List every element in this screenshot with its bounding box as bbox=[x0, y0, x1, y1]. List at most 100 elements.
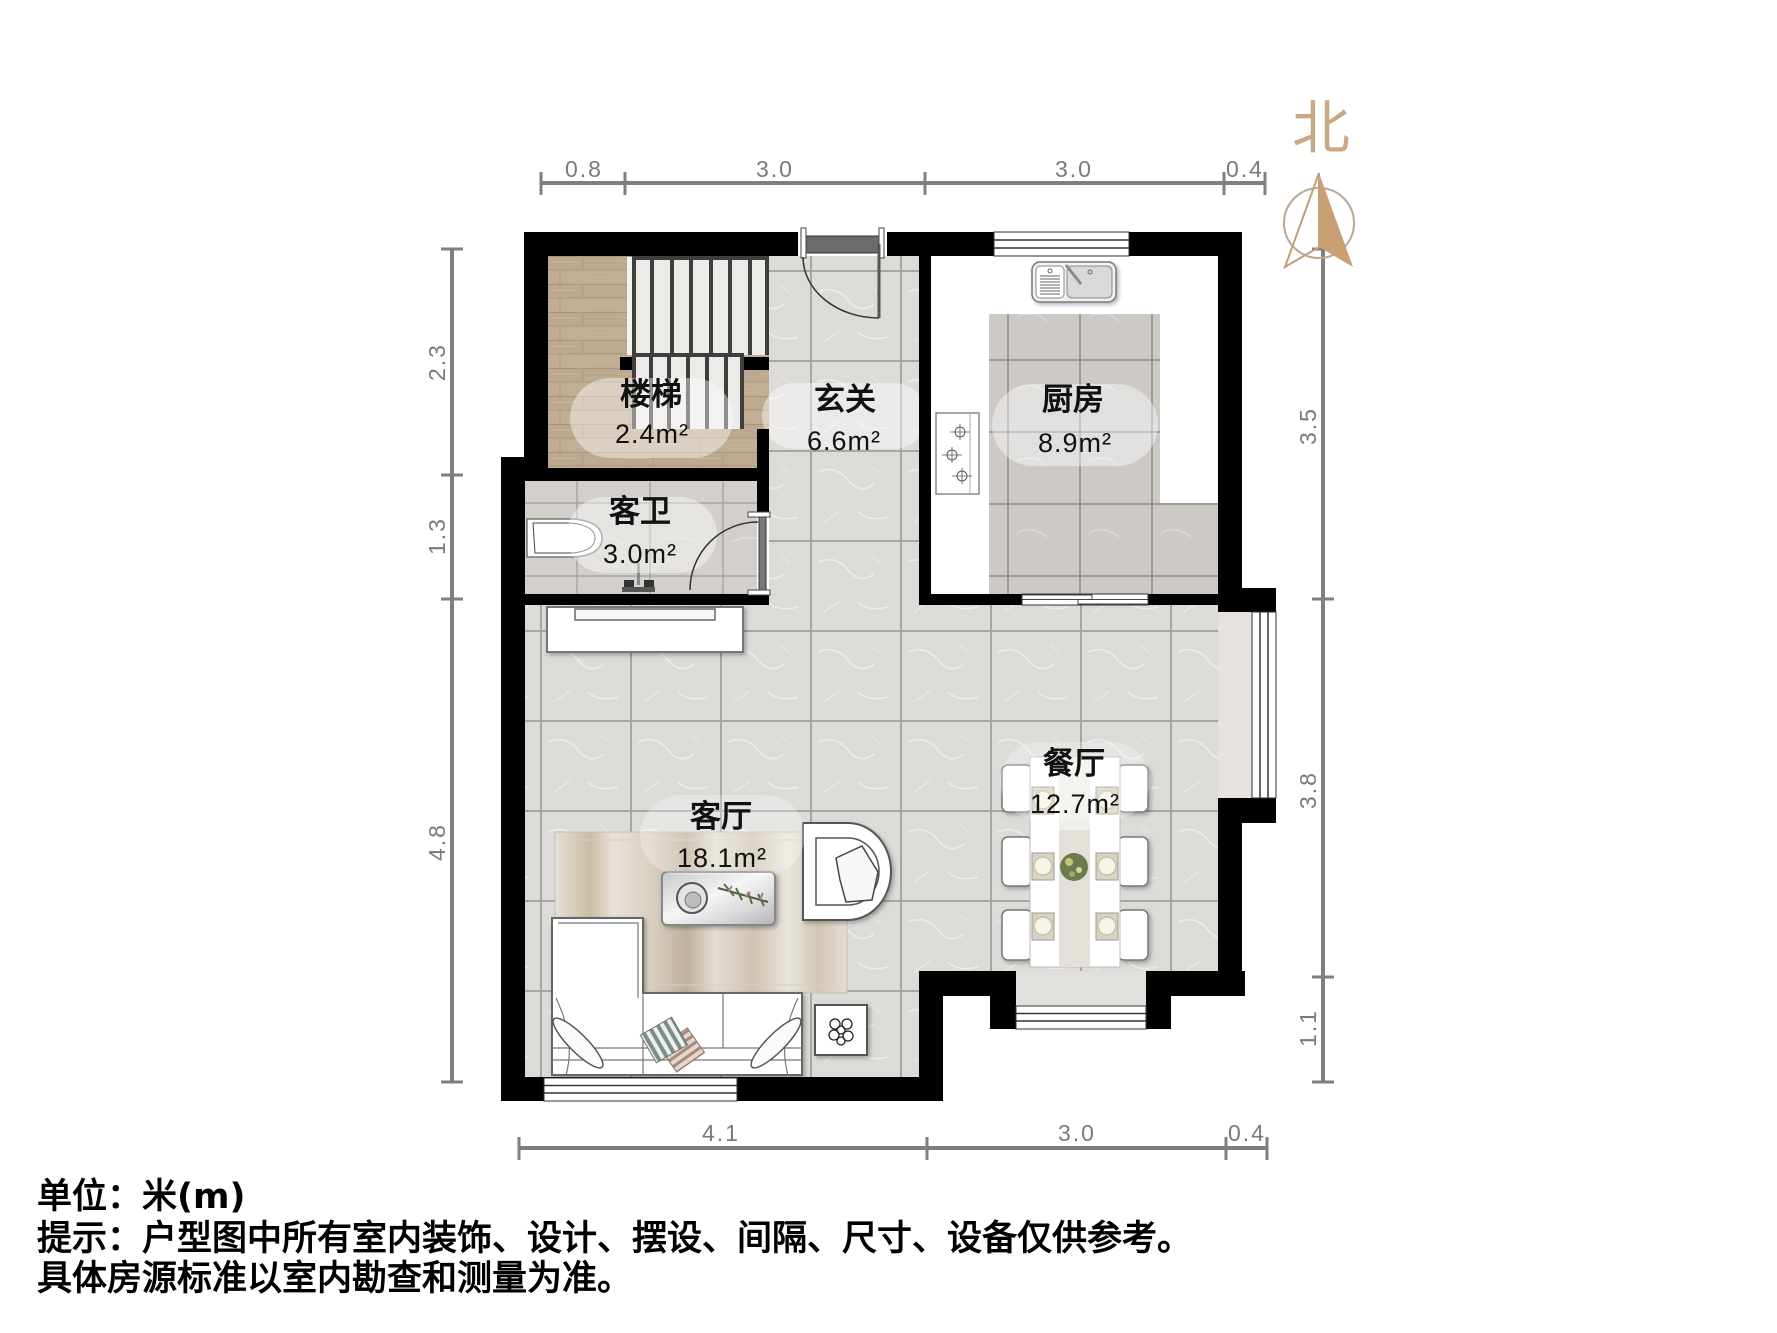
chair bbox=[1001, 836, 1033, 887]
room-area-stairs: 2.4m² bbox=[615, 419, 689, 449]
bay-bottom-opening-floor bbox=[1016, 971, 1146, 1006]
place-settings bbox=[1031, 786, 1119, 941]
label-backdrop-kitchen bbox=[992, 384, 1158, 466]
dim-label: 1.3 bbox=[424, 517, 450, 555]
room-name-kitchen: 厨房 bbox=[1042, 382, 1104, 418]
dimension-top-labels: 0.8 3.0 3.0 0.4 bbox=[565, 156, 1264, 182]
label-backdrop-dining bbox=[1000, 742, 1150, 820]
dim-label: 0.4 bbox=[1226, 156, 1264, 182]
wall-bay-bottom-right bbox=[1146, 971, 1171, 1029]
wall-upper-left bbox=[524, 232, 548, 481]
disclaimer-note: 提示：户型图中所有室内装饰、设计、摆设、间隔、尺寸、设备仅供参考。 bbox=[37, 1219, 1193, 1259]
north-compass: 北 bbox=[1283, 94, 1355, 270]
side-table bbox=[814, 1004, 868, 1056]
dimension-bottom bbox=[517, 1137, 1269, 1160]
dining-set bbox=[1001, 756, 1149, 968]
armchair-cushion bbox=[835, 845, 879, 903]
dimension-left-labels: 2.3 1.3 4.8 bbox=[424, 343, 450, 861]
door-swing-arc bbox=[689, 521, 759, 591]
room-name-guest-bath: 客卫 bbox=[609, 494, 671, 530]
upper-flight bbox=[632, 257, 769, 355]
dim-label: 3.5 bbox=[1295, 407, 1321, 445]
dim-label: 0.8 bbox=[565, 156, 603, 182]
dim-label: 3.0 bbox=[1055, 156, 1093, 182]
coffee-table bbox=[661, 871, 776, 926]
room-area-entrance: 6.6m² bbox=[807, 426, 881, 456]
unit-note: 单位：米(m) bbox=[37, 1177, 246, 1217]
compass-north-label: 北 bbox=[1292, 94, 1350, 162]
room-name-entrance: 玄关 bbox=[814, 382, 876, 418]
armchair bbox=[802, 822, 892, 921]
sofa bbox=[551, 917, 803, 1076]
chair bbox=[1117, 836, 1149, 887]
wall-bath-bottom bbox=[525, 594, 769, 605]
bay-window-sill-right bbox=[1218, 612, 1252, 798]
bathroom-door bbox=[689, 511, 771, 596]
dim-label: 2.3 bbox=[424, 343, 450, 381]
wall-bay-right-top bbox=[1218, 588, 1276, 612]
staircase bbox=[620, 256, 769, 429]
dimension-top bbox=[539, 172, 1267, 195]
room-area-dining: 12.7m² bbox=[1030, 789, 1120, 819]
label-backdrop-bath bbox=[567, 497, 717, 573]
kitchen-window bbox=[993, 231, 1130, 257]
plant-sprig bbox=[717, 883, 769, 907]
chair bbox=[1001, 909, 1033, 961]
centerpiece-plant bbox=[1060, 853, 1088, 881]
dim-label: 3.0 bbox=[756, 156, 794, 182]
label-backdrops bbox=[567, 378, 1158, 875]
dim-label: 3.0 bbox=[1058, 1120, 1096, 1146]
wall-dining-right bbox=[1218, 798, 1242, 996]
stair-edge-strip bbox=[627, 257, 632, 355]
stair-post-left bbox=[620, 357, 632, 370]
table-runner bbox=[1059, 830, 1090, 967]
table-runner-top bbox=[1059, 757, 1090, 830]
sofa-pillow-right bbox=[750, 1017, 802, 1069]
label-backdrop-entrance bbox=[762, 383, 927, 449]
room-area-living: 18.1m² bbox=[677, 843, 767, 873]
room-labels: 楼梯 2.4m² 玄关 6.6m² 厨房 8.9m² 客卫 3.0m² 客厅 1… bbox=[603, 377, 1120, 873]
wall-kitchen-left bbox=[919, 256, 931, 605]
throw-cushion-striped bbox=[639, 1016, 689, 1064]
kitchen-tile-floor bbox=[989, 314, 1160, 594]
wall-stairs-bath-divider bbox=[525, 468, 769, 481]
sofa-pillow-left bbox=[552, 1017, 604, 1069]
room-name-dining: 餐厅 bbox=[1043, 746, 1105, 782]
room-area-guest-bath: 3.0m² bbox=[603, 539, 677, 569]
kitchen-stove bbox=[935, 412, 980, 495]
entrance-door bbox=[798, 227, 887, 319]
room-area-kitchen: 8.9m² bbox=[1038, 428, 1112, 458]
label-backdrop-living bbox=[640, 795, 805, 875]
dining-chairs bbox=[1001, 764, 1149, 961]
wall-kitchen-right bbox=[1218, 232, 1242, 612]
bathroom-faucet bbox=[622, 563, 655, 592]
north-arrow-icon bbox=[1283, 172, 1355, 270]
standard-note: 具体房源标准以室内勘查和测量为准。 bbox=[37, 1259, 633, 1299]
dim-label: 0.4 bbox=[1228, 1120, 1266, 1146]
flower-icon bbox=[828, 1018, 854, 1046]
label-backdrop-stairs bbox=[570, 378, 733, 458]
toilet bbox=[526, 518, 603, 558]
bay-window-bottom bbox=[1015, 1005, 1147, 1030]
dim-label: 4.1 bbox=[702, 1120, 740, 1146]
stair-post-right bbox=[744, 357, 769, 370]
tv-stand bbox=[546, 606, 744, 653]
upper-flight-treads bbox=[632, 256, 769, 355]
wall-bay-bottom-left bbox=[990, 971, 1016, 1029]
room-name-stairs: 楼梯 bbox=[620, 377, 682, 413]
kitchen-tile-floor-ext bbox=[1160, 503, 1218, 594]
door-swing-arc bbox=[802, 256, 880, 319]
dimension-bottom-labels: 4.1 3.0 0.4 bbox=[702, 1120, 1266, 1146]
lower-flight-treads bbox=[632, 353, 744, 429]
dimension-right bbox=[1312, 247, 1334, 1084]
bay-window-right bbox=[1251, 611, 1277, 799]
entrance-floor bbox=[769, 256, 919, 605]
dimension-right-labels: 3.5 3.8 1.1 bbox=[1295, 407, 1321, 1047]
dimension-left bbox=[441, 247, 463, 1084]
chair bbox=[1117, 909, 1149, 961]
room-name-living: 客厅 bbox=[690, 799, 752, 835]
dim-label: 3.8 bbox=[1295, 771, 1321, 809]
wall-lower-left bbox=[501, 457, 525, 1101]
